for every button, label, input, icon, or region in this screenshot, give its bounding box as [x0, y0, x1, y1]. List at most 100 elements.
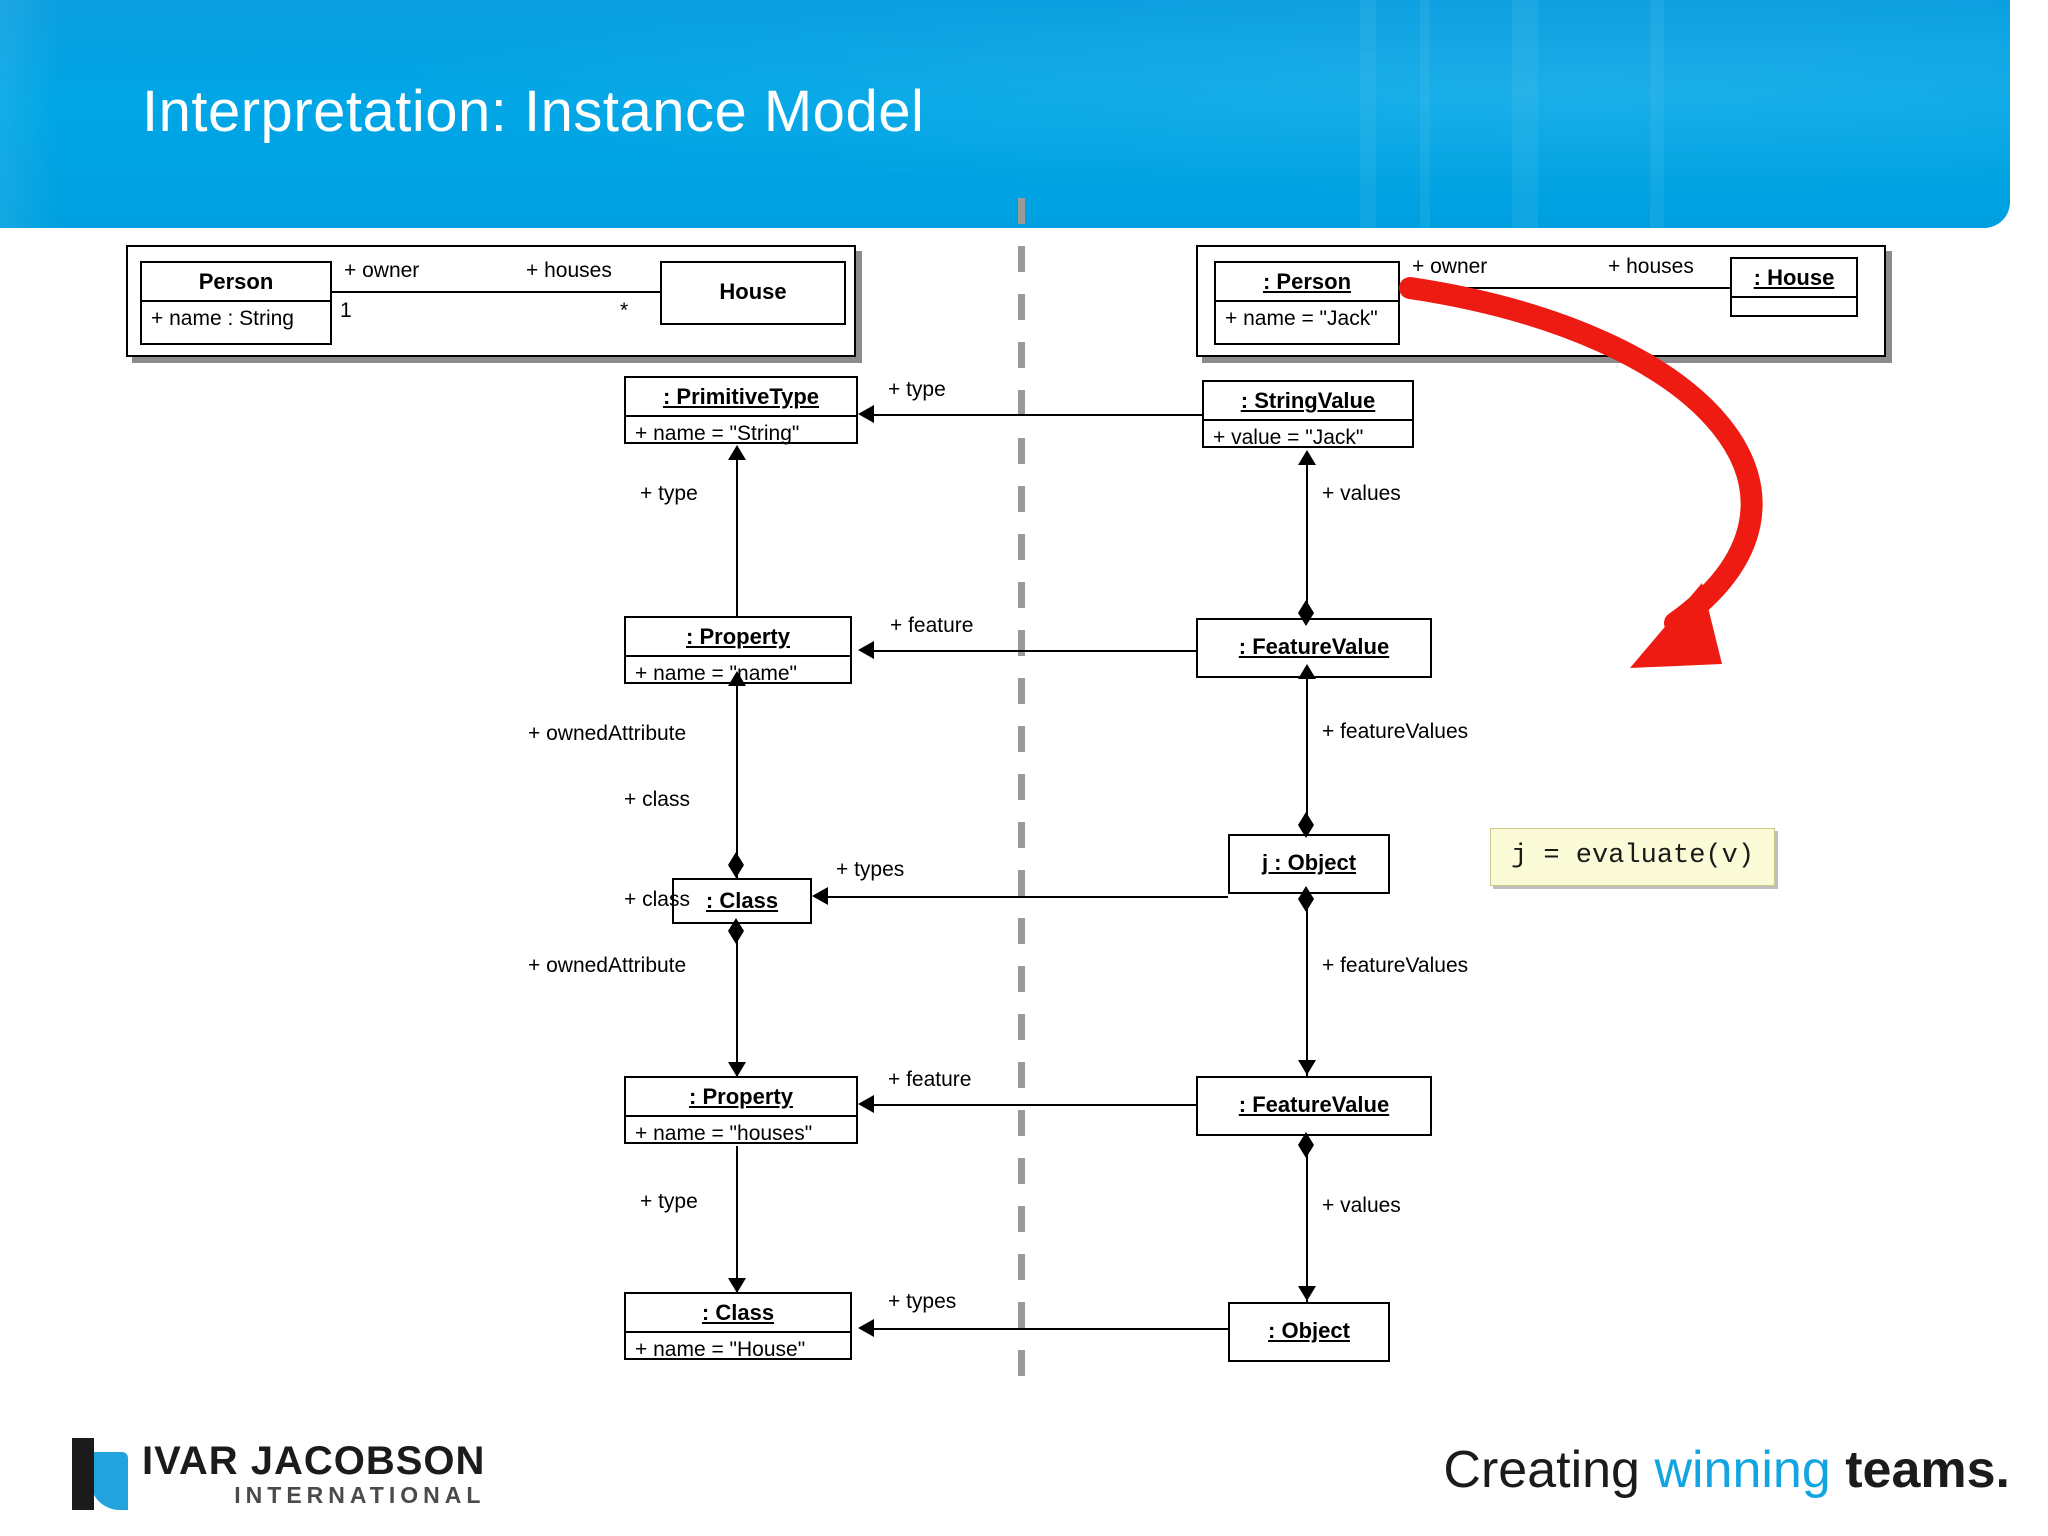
link-end-houses-label: + houses: [1608, 255, 1694, 278]
arrowhead-up: [1298, 450, 1316, 465]
association-line: [332, 291, 660, 293]
arrowhead-down: [1298, 1060, 1316, 1075]
node-property-houses-attribute: + name = "houses": [635, 1122, 813, 1145]
edge-featurevalue-feature-bottom: [874, 1104, 1196, 1106]
edge-featurevalue-values: [1306, 464, 1308, 620]
node-j-object-name: j : Object: [1261, 850, 1357, 875]
arrowhead-up: [1298, 664, 1316, 679]
instance-person-attribute: + name = "Jack": [1225, 307, 1378, 330]
dashed-divider: [1018, 198, 1025, 1388]
label-class-top: + class: [624, 788, 690, 811]
edge-stringvalue-type: [874, 414, 1204, 416]
instance-person[interactable]: : Person + name = "Jack": [1214, 261, 1400, 345]
edge-object-featurevalues-bottom: [1306, 892, 1308, 1078]
label-featurevalues-top: + featureValues: [1322, 720, 1469, 743]
class-person-attribute: + name : String: [151, 307, 294, 330]
arrowhead-left: [858, 1095, 874, 1113]
arrowhead-down: [728, 1062, 746, 1077]
ivar-jacobson-logo-icon: [72, 1438, 128, 1510]
node-property-name-attribute: + name = "name": [635, 662, 798, 685]
logo-bar: [72, 1438, 94, 1510]
label-values-bottom: + values: [1322, 1194, 1401, 1217]
red-curved-arrow: [1399, 277, 1763, 668]
instance-person-name: : Person: [1262, 269, 1352, 294]
node-class-house[interactable]: : Class + name = "House": [624, 1292, 852, 1361]
class-house-name: House: [719, 279, 787, 304]
node-class-house-title: : Class: [701, 1300, 775, 1325]
instance-model-frame: : Person + name = "Jack" : House + owner…: [1196, 245, 1886, 357]
banner-stripe: [1512, 0, 1538, 228]
edge-property-type: [736, 460, 738, 618]
node-primitivetype-name: : PrimitiveType: [662, 384, 820, 409]
node-featurevalue-top-name: : FeatureValue: [1238, 634, 1390, 659]
edge-class-ownedattribute-top: [736, 686, 738, 880]
logo-line2: INTERNATIONAL: [234, 1482, 486, 1508]
edge-object-types-top: [828, 896, 1228, 898]
divider-line: [1204, 419, 1412, 421]
label-types-top: + types: [836, 858, 905, 881]
arrowhead-left: [858, 405, 874, 423]
composition-diamond: [728, 852, 744, 878]
divider-line: [626, 655, 850, 657]
link-line: [1400, 287, 1730, 289]
edge-property-type-bottom: [736, 1146, 738, 1292]
tagline-part2: winning: [1654, 1441, 1831, 1499]
node-property-houses[interactable]: : Property + name = "houses": [624, 1076, 858, 1145]
banner-stripe: [1650, 0, 1664, 228]
node-stringvalue-name: : StringValue: [1240, 388, 1376, 413]
banner-stripe: [1420, 0, 1430, 228]
node-stringvalue[interactable]: : StringValue + value = "Jack": [1202, 380, 1414, 449]
link-end-owner-label: + owner: [1412, 255, 1488, 278]
node-stringvalue-attribute: + value = "Jack": [1213, 426, 1364, 449]
code-callout-text: j = evaluate(v): [1511, 841, 1755, 871]
node-featurevalue-bottom[interactable]: : FeatureValue: [1196, 1076, 1432, 1136]
arrowhead-left: [812, 887, 828, 905]
label-ownedattribute-top: + ownedAttribute: [528, 722, 687, 745]
composition-diamond: [1298, 600, 1314, 626]
instance-house-name: : House: [1753, 265, 1835, 290]
logo-line1: IVAR JACOBSON: [142, 1439, 486, 1483]
class-person-name: Person: [198, 269, 274, 294]
composition-diamond: [1298, 812, 1314, 838]
tagline-part1: Creating: [1443, 1441, 1640, 1499]
divider-line: [142, 300, 330, 302]
label-ownedattribute-bottom: + ownedAttribute: [528, 954, 687, 977]
composition-diamond: [728, 918, 744, 944]
class-model-frame: Person + name : String House + owner + h…: [126, 245, 856, 357]
arrowhead-down: [728, 1278, 746, 1293]
arrowhead-down: [1298, 1286, 1316, 1301]
arrowhead-up: [728, 671, 746, 686]
node-j-object[interactable]: j : Object: [1228, 834, 1390, 894]
divider-line: [1732, 296, 1856, 298]
node-object-bottom[interactable]: : Object: [1228, 1302, 1390, 1362]
node-property-houses-title: : Property: [689, 1084, 793, 1109]
arrowhead-left: [858, 641, 874, 659]
class-person[interactable]: Person + name : String: [140, 261, 332, 345]
node-class-top-name: : Class: [705, 888, 779, 913]
multiplicity-right: *: [620, 299, 629, 322]
arrowhead-left: [858, 1319, 874, 1337]
node-class-top[interactable]: : Class: [672, 878, 812, 924]
ivar-jacobson-logo-text: IVAR JACOBSON INTERNATIONAL: [142, 1440, 485, 1508]
label-feature-top: + feature: [890, 614, 974, 637]
arrowhead-up: [728, 445, 746, 460]
node-featurevalue-bottom-name: : FeatureValue: [1238, 1092, 1390, 1117]
edge-object-featurevalues-top: [1306, 678, 1308, 836]
label-type-property: + type: [640, 482, 698, 505]
divider-line: [1216, 300, 1398, 302]
edge-featurevalue-values-bottom: [1306, 1138, 1308, 1302]
code-callout: j = evaluate(v): [1490, 828, 1776, 886]
node-class-house-attribute: + name = "House": [635, 1338, 806, 1361]
label-type-stringvalue: + type: [888, 378, 946, 401]
instance-house[interactable]: : House: [1730, 257, 1858, 317]
node-primitivetype[interactable]: : PrimitiveType + name = "String": [624, 376, 858, 445]
footer-tagline: Creating winning teams.: [1443, 1440, 2010, 1500]
composition-diamond: [1298, 1132, 1314, 1158]
page-title: Interpretation: Instance Model: [142, 79, 925, 144]
label-values-top: + values: [1322, 482, 1401, 505]
class-house[interactable]: House: [660, 261, 846, 325]
divider-line: [626, 415, 856, 417]
edge-object-types-bottom: [874, 1328, 1228, 1330]
divider-line: [626, 1331, 850, 1333]
instance-model-diagram: Person + name : String House + owner + h…: [0, 198, 2048, 1408]
